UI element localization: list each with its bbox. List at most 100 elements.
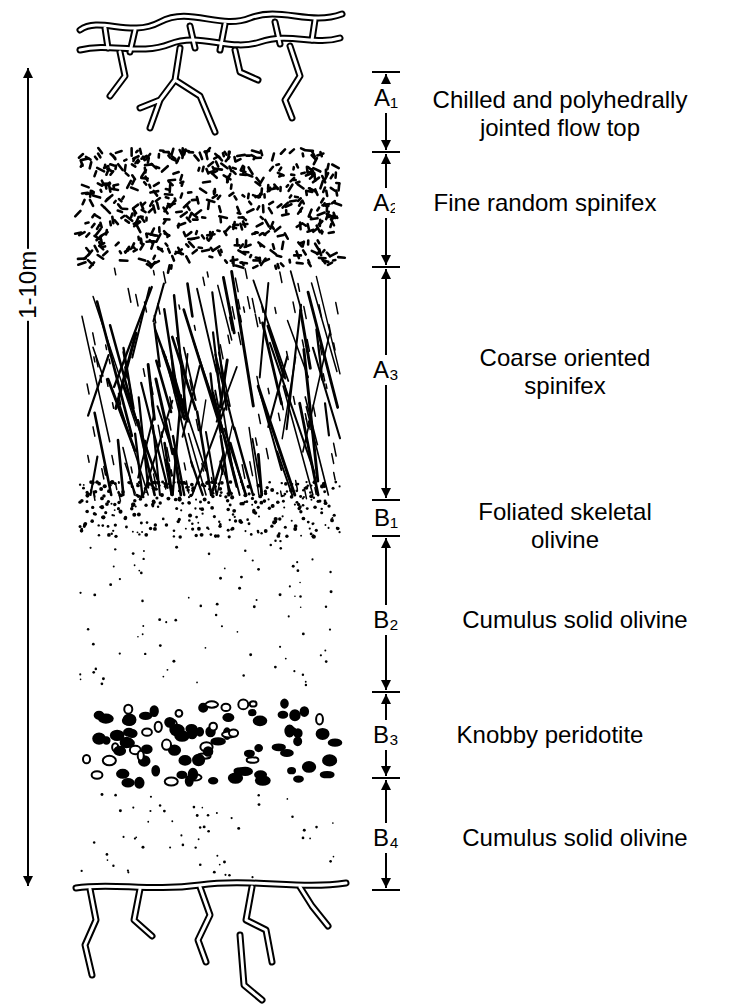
- olivine-dot: [287, 798, 289, 800]
- olivine-dot: [210, 533, 213, 536]
- spinifex-grain: [236, 266, 244, 268]
- spinifex-grain: [333, 259, 335, 262]
- olivine-dot: [208, 553, 211, 556]
- spinifex-grain: [278, 204, 282, 207]
- spinifex-blade: [257, 376, 259, 385]
- olivine-dot: [132, 552, 135, 555]
- spinifex-grain: [150, 191, 158, 192]
- spinifex-blade: [223, 448, 225, 458]
- olivine-dot: [327, 504, 330, 507]
- spinifex-grain: [249, 202, 251, 204]
- olivine-dot: [203, 497, 207, 501]
- olivine-dot: [190, 483, 194, 487]
- spinifex-grain: [326, 204, 329, 211]
- olivine-dot: [142, 633, 144, 635]
- olivine-dot: [224, 495, 227, 498]
- spinifex-blade: [245, 269, 247, 279]
- olivine-dot: [162, 518, 165, 521]
- olivine-dot: [304, 486, 308, 490]
- olivine-dot: [258, 803, 261, 806]
- spinifex-grain: [232, 259, 235, 265]
- zone-code: B₄: [364, 824, 408, 852]
- olivine-dot: [207, 814, 210, 817]
- spinifex-grain: [260, 178, 264, 184]
- olivine-dot: [208, 488, 210, 490]
- olivine-dot: [163, 810, 166, 813]
- spinifex-blade: [219, 427, 221, 439]
- olivine-dot: [258, 515, 260, 517]
- olivine-dot: [160, 493, 164, 497]
- spinifex-grain: [197, 168, 200, 171]
- spinifex-blade: [184, 463, 185, 470]
- knob: [223, 714, 233, 721]
- olivine-dot: [155, 488, 158, 491]
- olivine-dot: [119, 493, 123, 497]
- olivine-dot: [114, 535, 117, 538]
- spinifex-grain: [298, 208, 302, 214]
- spinifex-blade: [275, 308, 276, 314]
- spinifex-blade: [259, 414, 261, 423]
- spinifex-grain: [285, 210, 288, 213]
- spinifex-blade: [334, 343, 335, 350]
- spinifex-grain: [109, 222, 112, 226]
- spinifex-grain: [133, 211, 136, 215]
- olivine-dot: [216, 812, 218, 814]
- spinifex-grain: [98, 183, 102, 185]
- olivine-dot: [137, 495, 141, 499]
- spinifex-grain: [278, 264, 279, 268]
- spinifex-blade: [202, 463, 204, 471]
- olivine-dot: [320, 511, 323, 514]
- spinifex-grain: [235, 196, 237, 199]
- spinifex-grain: [272, 153, 274, 160]
- olivine-dot: [221, 625, 223, 627]
- spinifex-grain: [115, 220, 118, 224]
- spinifex-grain: [240, 244, 243, 247]
- knob: [316, 714, 323, 725]
- spinifex-grain: [126, 173, 129, 176]
- olivine-dot: [247, 485, 251, 489]
- olivine-dot: [270, 488, 274, 492]
- olivine-dot: [110, 503, 112, 505]
- spinifex-grain: [246, 174, 252, 176]
- olivine-dot: [257, 568, 260, 571]
- olivine-dot: [297, 507, 301, 511]
- olivine-dot: [137, 636, 139, 638]
- spinifex-blade: [158, 304, 160, 314]
- olivine-dot: [289, 585, 291, 587]
- olivine-dot: [186, 488, 189, 491]
- spinifex-grain: [214, 169, 222, 170]
- spinifex-grain: [105, 230, 108, 235]
- olivine-dot: [227, 494, 230, 497]
- olivine-dot: [207, 830, 210, 833]
- olivine-dot: [332, 822, 334, 824]
- knob: [329, 740, 342, 746]
- spinifex-grain: [219, 218, 222, 222]
- spinifex-blade: [203, 277, 205, 285]
- spinifex-grain: [205, 150, 209, 153]
- knob: [95, 712, 104, 719]
- spinifex-grain: [140, 149, 141, 154]
- olivine-dot: [159, 644, 162, 647]
- olivine-dot: [300, 606, 302, 608]
- olivine-dot: [197, 522, 199, 524]
- spinifex-blade: [252, 299, 255, 313]
- olivine-dot: [294, 524, 298, 528]
- olivine-dot: [239, 502, 242, 505]
- spinifex-blade: [313, 431, 314, 436]
- spinifex-blade: [278, 413, 279, 420]
- spinifex-grain: [137, 225, 140, 232]
- spinifex-grain: [334, 173, 337, 178]
- olivine-dot: [79, 483, 81, 485]
- olivine-dot: [299, 510, 302, 513]
- spinifex-blade: [87, 384, 89, 394]
- spinifex-blade: [151, 421, 154, 434]
- spinifex-blade: [201, 400, 206, 432]
- olivine-dot: [246, 518, 249, 521]
- zone-name: Cumulus solid olivine: [425, 824, 725, 852]
- spinifex-grain: [152, 235, 158, 236]
- spinifex-grain: [332, 164, 339, 168]
- spinifex-blade: [120, 407, 122, 416]
- spinifex-grain: [86, 233, 89, 236]
- olivine-dot: [244, 550, 246, 552]
- spinifex-grain: [281, 149, 285, 153]
